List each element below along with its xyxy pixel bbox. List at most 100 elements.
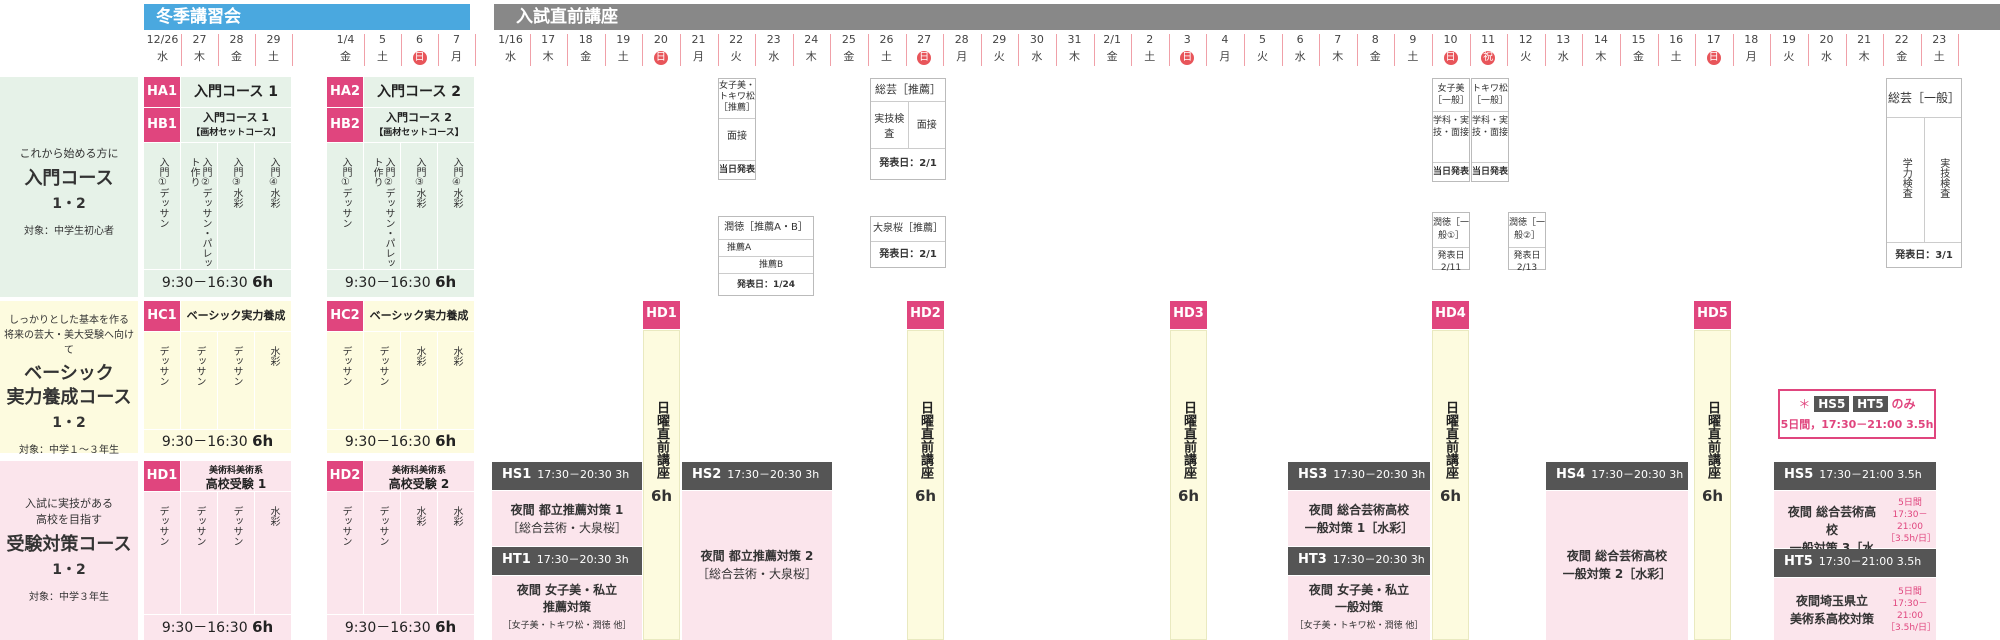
exam-date-divider [830,34,832,66]
intro1-time: 9:30－16:30 6h [144,270,291,297]
hs2-body: 夜間 都立推薦対策 2［総合芸術・大泉桜］ [682,491,832,640]
exam-date-divider [1018,34,1020,66]
basic-lead1: しっかりとした基本を作る [9,315,129,326]
hd-hours: 6h [1439,487,1462,505]
intro2-days-label: 入門③水彩 [414,157,425,208]
hd-hours: 6h [650,487,673,505]
hd2-badge[interactable]: HD2 [907,301,944,329]
exam-date-divider [1093,34,1095,66]
ha2-badge[interactable]: HA2 [327,77,363,107]
exam2-days-col: 水彩 [401,492,438,614]
hd1-badge[interactable]: HD1 [643,301,680,329]
intro2-days-label: 入門①デッサン [340,157,351,228]
ha1-badge[interactable]: HA1 [144,77,180,107]
exam-date-divider [1544,34,1546,66]
exam-date-divider [1808,34,1809,66]
basic2-days-label: 水彩 [414,346,425,366]
exam-lead2: 高校を目指す [36,513,102,526]
basic1-days: デッサンデッサンデッサン水彩 [144,332,291,429]
exam1-time: 9:30－16:30 6h [144,615,291,640]
exam1-days-label: デッサン [231,506,242,546]
hd1-winter-badge[interactable]: HD1 [144,461,180,491]
hd5-badge[interactable]: HD5 [1694,301,1731,329]
basic2-days: デッサンデッサン水彩水彩 [327,332,474,429]
exam-date-divider [642,34,644,66]
hd1-body: 日曜直前講座 6h [643,330,680,640]
basic2-days-col: 水彩 [438,332,474,429]
exam2-days-label: 水彩 [414,506,425,526]
hd3-badge[interactable]: HD3 [1170,301,1207,329]
exam2-days-col: デッサン [327,492,364,614]
hd-label: 日曜直前講座 [1443,401,1458,479]
exam-date-divider [680,34,681,66]
hd-hours: 6h [1177,487,1200,505]
exam-date-divider [1432,34,1433,66]
hd3-body: 日曜直前講座 6h [1170,330,1207,640]
basic2-days-col: 水彩 [401,332,438,429]
exam-date-divider [604,34,606,66]
hb1-badge[interactable]: HB1 [144,108,180,142]
winter-date-divider [364,34,365,66]
exam-date-divider [1131,34,1133,66]
hb2-badge[interactable]: HB2 [327,108,363,142]
hd-label: 日曜直前講座 [654,401,669,479]
hc1-badge[interactable]: HC1 [144,301,180,331]
intro1-days-col: 入門①デッサン [144,143,181,269]
hb2-title: 入門コース 2【画材セットコース】 [364,108,474,142]
intro2-days: 入門①デッサン 入門②デッサン・パレット作り 入門③水彩 入門④水彩 [327,143,474,269]
hs1-body: 夜間 都立推薦対策 1［総合芸術・大泉桜］ [492,491,642,546]
basic1-days-label: デッサン [194,346,205,386]
exam1-days-label: デッサン [157,506,168,546]
intro1-days-label: 入門③水彩 [231,157,242,208]
hd2-winter-badge[interactable]: HD2 [327,461,363,491]
winter-date-divider [401,34,402,66]
exam-joshibi-general: 女子美［一般］ 学科・実技・面接 当日発表 [1432,78,1470,182]
hc2-badge[interactable]: HC2 [327,301,363,331]
exam-lead1: 入試に実技がある [25,497,113,510]
basic2-days-col: デッサン [364,332,401,429]
winter-date-divider [292,34,293,66]
intro2-days-col: 入門④水彩 [438,143,474,269]
hd4-badge[interactable]: HD4 [1432,301,1469,329]
exam-date-divider [717,34,719,66]
hs5-ht5-notice: ＊ HS5 HT5 のみ 5日間，17:30－21:00 3.5h [1778,389,1936,439]
hd-hours: 6h [914,487,937,505]
exam-date-divider [1168,34,1170,66]
basic2-days-col: デッサン [327,332,364,429]
exam-date-divider [1657,34,1659,66]
basic2-days-label: デッサン [340,346,351,386]
intro-target: 対象：中学生初心者 [24,226,114,237]
intro2-days-col: 入門②デッサン・パレット作り [364,143,401,269]
hd-label: 日曜直前講座 [1181,401,1196,479]
exam-date-divider [1695,34,1697,66]
basic1-days-label: デッサン [157,346,168,386]
